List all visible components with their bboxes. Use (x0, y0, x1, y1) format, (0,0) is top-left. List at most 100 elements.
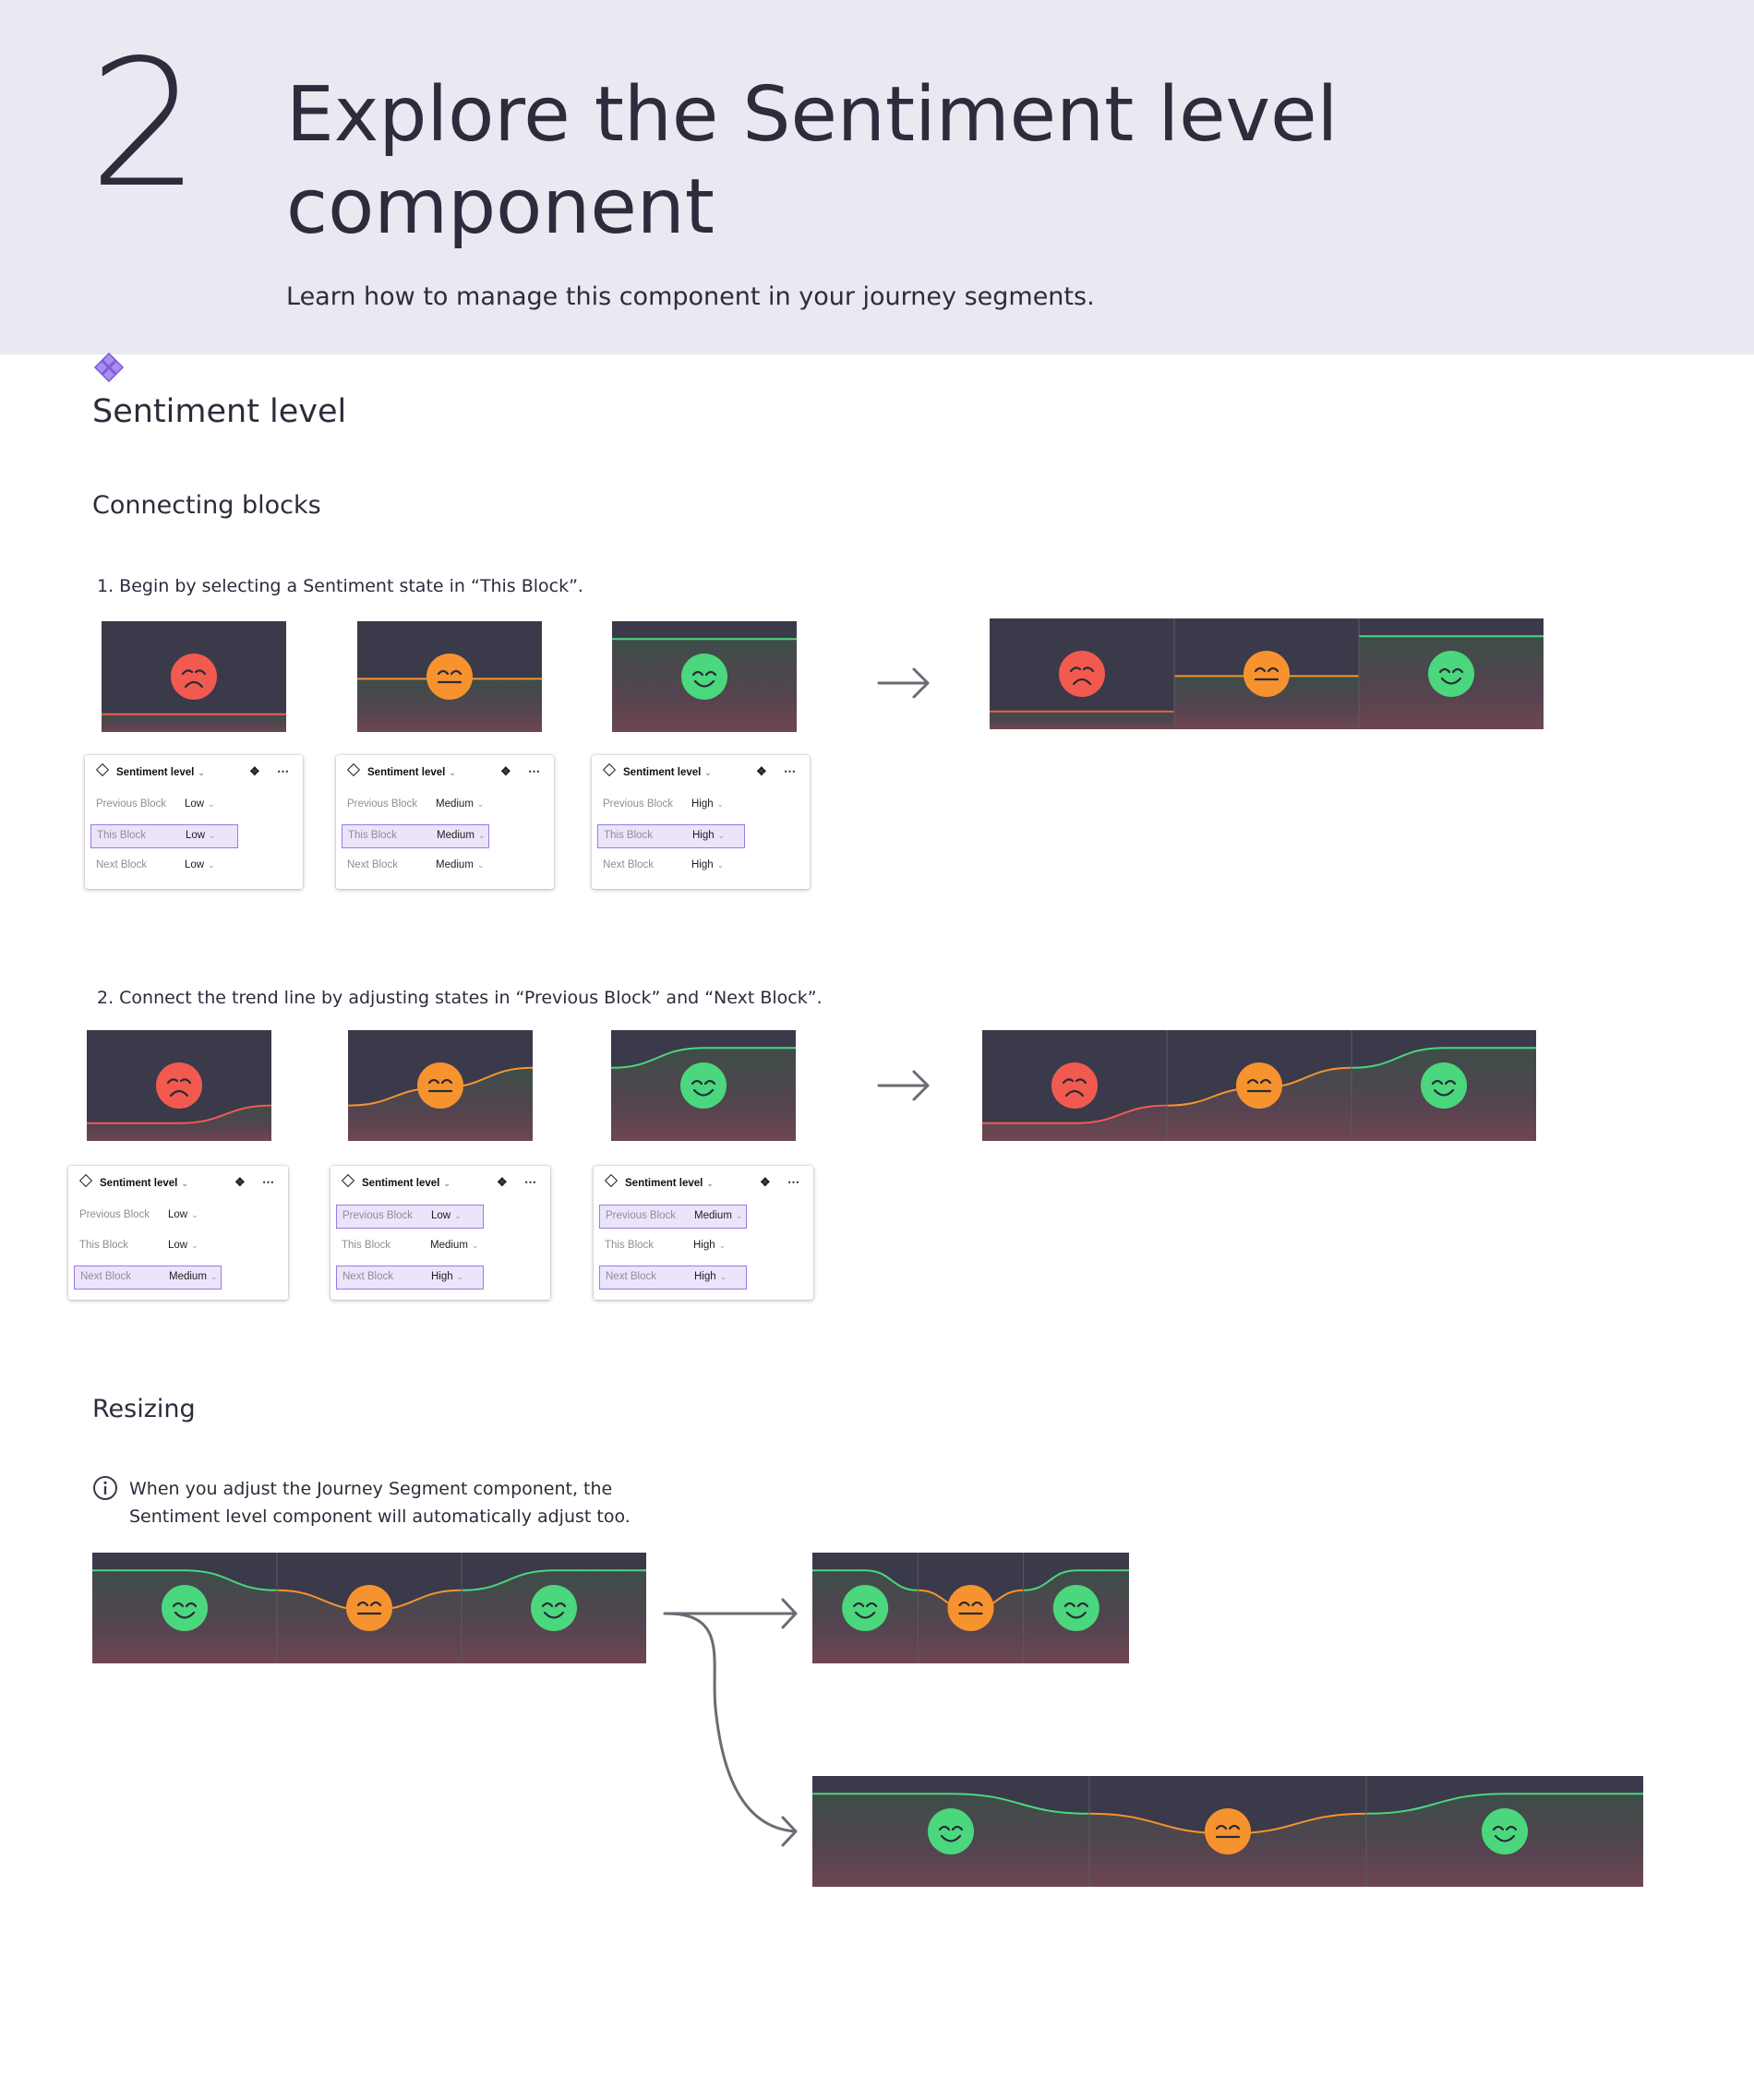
resizing-info-line-1: When you adjust the Journey Segment comp… (129, 1479, 613, 1499)
panel-row-value[interactable]: Medium⌄ (169, 1271, 217, 1282)
panel-row-this-block[interactable]: This Block Low⌄ (90, 824, 238, 848)
panel-row-value[interactable]: High⌄ (691, 859, 724, 870)
panel-row-value[interactable]: Low⌄ (431, 1210, 462, 1221)
panel-heading-label: Sentiment level (116, 767, 195, 778)
panel-row-previous-block[interactable]: Previous Block High⌄ (597, 794, 745, 818)
chevron-down-icon: ⌄ (716, 860, 725, 870)
panel-row-value[interactable]: High⌄ (692, 830, 725, 841)
instance-swap-icon[interactable]: ❖ (500, 764, 511, 778)
chevron-down-icon: ⌄ (208, 860, 215, 870)
panel-row-value[interactable]: Low⌄ (185, 859, 215, 870)
panel-row-value[interactable]: Low⌄ (186, 830, 216, 841)
panel-row-value[interactable]: High⌄ (431, 1271, 463, 1282)
panel-row-value-text: High (431, 1271, 453, 1282)
chevron-down-icon: ⌄ (471, 1241, 479, 1250)
panel-row-value-text: Medium (694, 1210, 732, 1221)
chevron-down-icon: ⌄ (717, 831, 726, 840)
more-options-icon[interactable]: ⋯ (528, 764, 540, 778)
panel-row-this-block[interactable]: This Block High⌄ (597, 824, 745, 848)
happy-face-icon (1052, 1585, 1099, 1631)
panel-row-value[interactable]: High⌄ (694, 1271, 727, 1282)
panel-heading[interactable]: Sentiment level⌄ (341, 1173, 451, 1189)
more-options-icon[interactable]: ⋯ (262, 1175, 274, 1189)
panel-row-value-text: Low (185, 798, 205, 810)
panel-heading[interactable]: Sentiment level⌄ (95, 762, 205, 778)
panel-row-next-block[interactable]: Next Block Medium⌄ (74, 1266, 222, 1290)
page-header: 2 Explore the Sentiment level component … (0, 0, 1754, 354)
instance-swap-icon[interactable]: ❖ (249, 764, 260, 778)
happy-face-icon (842, 1585, 889, 1631)
more-options-icon[interactable]: ⋯ (277, 764, 289, 778)
instance-swap-icon[interactable]: ❖ (760, 1175, 771, 1189)
neutral-face-icon (426, 654, 473, 700)
instance-swap-icon[interactable]: ❖ (756, 764, 767, 778)
chevron-down-icon: ⌄ (704, 768, 712, 777)
happy-face-icon (531, 1585, 577, 1631)
panel-row-next-block[interactable]: Next Block High⌄ (336, 1266, 484, 1290)
resizing-info-line-2: Sentiment level component will automatic… (129, 1506, 631, 1527)
panel-row-label: This Block (604, 830, 654, 841)
neutral-face-icon (1243, 651, 1290, 697)
sentiment-strip-resize-wide (812, 1776, 1643, 1887)
page-title-line-1: Explore the Sentiment level (286, 71, 1339, 159)
chevron-down-icon: ⌄ (210, 1272, 218, 1281)
panel-row-label: This Block (97, 830, 147, 841)
page-title-line-2: component (286, 163, 715, 251)
chevron-down-icon: ⌄ (719, 1272, 727, 1281)
panel-row-value[interactable]: Low⌄ (185, 798, 215, 810)
panel-row-value[interactable]: Medium⌄ (437, 830, 485, 841)
instance-swap-icon[interactable]: ❖ (234, 1175, 246, 1189)
more-options-icon[interactable]: ⋯ (524, 1175, 536, 1189)
more-options-icon[interactable]: ⋯ (787, 1175, 799, 1189)
chevron-down-icon: ⌄ (209, 831, 216, 840)
resizing-info-text: When you adjust the Journey Segment comp… (129, 1475, 631, 1530)
neutral-face-icon (417, 1062, 463, 1109)
panel-heading[interactable]: Sentiment level⌄ (78, 1173, 188, 1189)
more-options-icon[interactable]: ⋯ (784, 764, 796, 778)
arrow-right-icon (663, 1598, 798, 1629)
panel-row-value-text: High (693, 1240, 715, 1251)
panel-heading[interactable]: Sentiment level⌄ (346, 762, 456, 778)
panel-row-value[interactable]: Medium⌄ (436, 859, 484, 870)
panel-row-value[interactable]: High⌄ (693, 1240, 726, 1251)
panel-row-value[interactable]: Medium⌄ (430, 1240, 478, 1251)
panel-row-value[interactable]: Medium⌄ (694, 1210, 742, 1221)
panel-heading[interactable]: Sentiment level⌄ (602, 762, 712, 778)
panel-row-value[interactable]: Low⌄ (168, 1240, 198, 1251)
panel-row-label: Next Block (80, 1271, 131, 1282)
panel-row-value[interactable]: High⌄ (691, 798, 724, 810)
panel-row-value[interactable]: Medium⌄ (436, 798, 484, 810)
panel-row-label: Previous Block (603, 798, 674, 810)
chevron-down-icon: ⌄ (718, 1241, 727, 1250)
panel-row-value-text: Medium (436, 798, 474, 810)
instance-swap-icon[interactable]: ❖ (497, 1175, 508, 1189)
happy-face-icon (1482, 1808, 1528, 1854)
panel-heading[interactable]: Sentiment level⌄ (604, 1173, 714, 1189)
chevron-down-icon: ⌄ (706, 1179, 714, 1188)
happy-face-icon (162, 1585, 208, 1631)
sad-face-icon (171, 654, 217, 700)
chevron-down-icon: ⌄ (476, 799, 485, 809)
panel-row-value[interactable]: Low⌄ (168, 1209, 198, 1220)
panel-row-value-text: Medium (437, 830, 475, 841)
panel-row-label: Next Block (342, 1271, 393, 1282)
